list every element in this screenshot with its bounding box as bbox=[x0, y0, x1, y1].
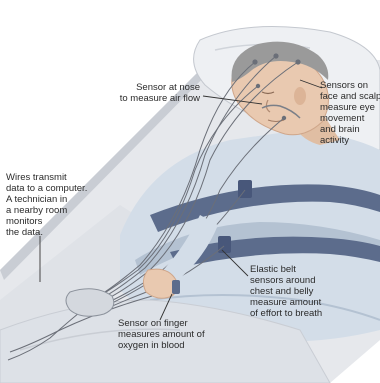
finger-sensor-label: Sensor on finger measures amount of oxyg… bbox=[118, 318, 238, 351]
ear bbox=[294, 87, 306, 105]
belly-belt-sensor bbox=[218, 236, 231, 253]
recording-box bbox=[66, 289, 114, 316]
face-scalp-sensors-label: Sensors on face and scalp measure eye mo… bbox=[320, 80, 380, 146]
chest-belt-sensor bbox=[238, 180, 252, 198]
wires-label: Wires transmit data to a computer. A tec… bbox=[6, 172, 98, 238]
nose-sensor-label: Sensor at nose to measure air flow bbox=[80, 82, 200, 104]
finger-sensor bbox=[172, 280, 180, 294]
belt-sensors-label: Elastic belt sensors around chest and be… bbox=[250, 264, 375, 319]
